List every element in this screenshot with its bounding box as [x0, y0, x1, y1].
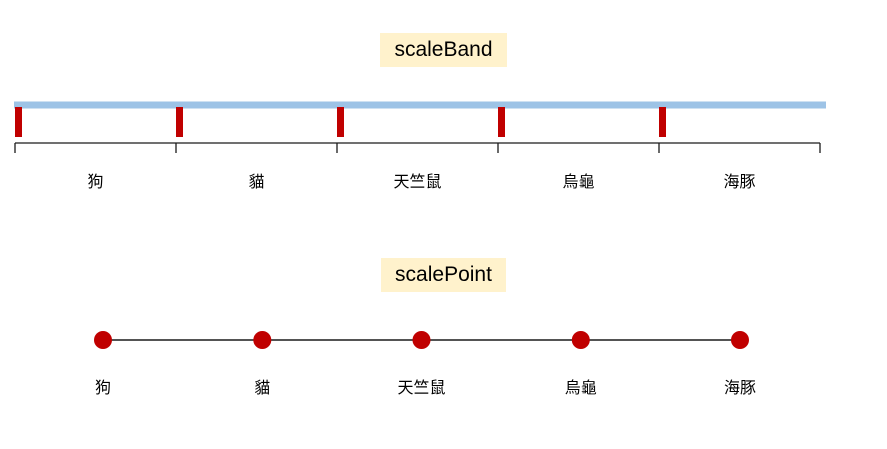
band-category-label: 海豚 — [723, 173, 755, 191]
scaleband-figure: 狗 貓 天竺鼠 烏龜 海豚 — [14, 101, 826, 191]
band-start-mark — [15, 107, 22, 137]
band-start-mark — [498, 107, 505, 137]
point-category-label: 狗 — [95, 379, 111, 397]
point-category-label: 天竺鼠 — [397, 379, 445, 397]
scalepoint-title: scalePoint — [381, 258, 506, 293]
scaleband-title: scaleBand — [380, 33, 507, 68]
point-category-label: 貓 — [254, 379, 270, 397]
scaleband-title-row: scaleBand — [0, 33, 887, 68]
point-mark — [94, 331, 112, 349]
point-mark — [253, 331, 272, 349]
band-start-mark — [176, 107, 183, 137]
point-mark — [571, 331, 590, 349]
band-category-label: 烏龜 — [562, 173, 594, 191]
band-category-label: 天竺鼠 — [393, 173, 441, 191]
point-category-label: 海豚 — [724, 379, 756, 397]
band-start-mark — [659, 107, 666, 137]
band-category-label: 狗 — [87, 173, 103, 191]
point-mark — [731, 331, 749, 349]
point-mark — [412, 331, 431, 349]
point-category-label: 烏龜 — [565, 379, 597, 397]
band-category-label: 貓 — [248, 173, 264, 191]
band-start-mark — [337, 107, 344, 137]
scalepoint-figure: 狗 貓 天竺鼠 烏龜 海豚 — [94, 331, 756, 397]
scalepoint-title-row: scalePoint — [0, 258, 887, 293]
